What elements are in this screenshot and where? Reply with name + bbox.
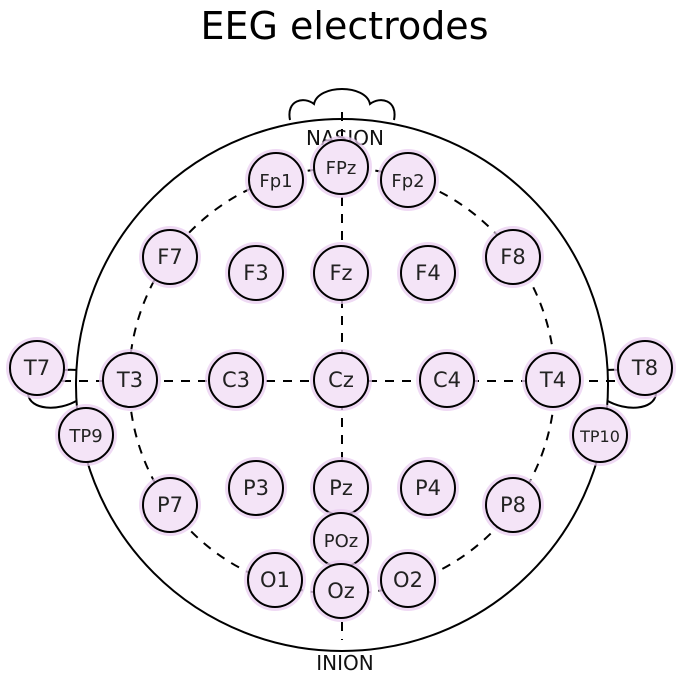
electrode-c4: C4 [416, 349, 478, 411]
electrode-circle [313, 139, 369, 195]
electrode-label: T4 [539, 368, 566, 392]
electrode-circle [400, 460, 456, 516]
electrode-cz: Cz [310, 349, 372, 411]
electrode-circle [400, 245, 456, 301]
electrode-f4: F4 [397, 242, 459, 304]
electrode-label: P3 [243, 476, 269, 500]
electrode-label: P4 [415, 476, 441, 500]
electrode-p7: P7 [139, 474, 201, 536]
electrode-tp10: TP10 [569, 404, 631, 466]
electrode-f8: F8 [482, 226, 544, 288]
electrode-f7: F7 [139, 226, 201, 288]
electrode-poz: POz [310, 509, 372, 571]
electrode-p3: P3 [225, 457, 287, 519]
electrode-o1: O1 [244, 549, 306, 611]
electrode-label: TP9 [68, 426, 102, 447]
electrode-circle [485, 477, 541, 533]
electrode-circle [380, 552, 436, 608]
electrode-label: O1 [260, 568, 290, 592]
electrode-circle [313, 352, 369, 408]
electrode-label: T3 [116, 368, 143, 392]
electrode-label: P8 [500, 493, 526, 517]
electrode-label: P7 [157, 493, 183, 517]
electrode-label: T7 [23, 356, 50, 380]
electrode-circle [313, 563, 369, 619]
electrode-circle [380, 152, 436, 208]
electrode-circle [313, 245, 369, 301]
inion-label: INION [316, 651, 373, 675]
page-title: EEG electrodes [200, 4, 489, 48]
electrode-p4: P4 [397, 457, 459, 519]
electrode-label: C4 [433, 368, 461, 392]
electrode-label: Oz [327, 579, 355, 603]
electrode-circle [58, 407, 114, 463]
electrode-label: Fp1 [259, 171, 292, 192]
electrode-pz: Pz [310, 457, 372, 519]
electrode-fpz: FPz [310, 136, 372, 198]
electrode-t3: T3 [99, 349, 161, 411]
electrode-circle [228, 245, 284, 301]
electrode-circle [248, 152, 304, 208]
electrode-c3: C3 [205, 349, 267, 411]
electrode-label: Pz [329, 476, 353, 500]
electrode-t8: T8 [614, 337, 676, 399]
electrode-f3: F3 [225, 242, 287, 304]
electrode-label: Fp2 [391, 171, 424, 192]
nose-outline [288, 88, 396, 121]
electrode-label: O2 [393, 568, 423, 592]
electrode-label: F3 [243, 261, 268, 285]
electrode-tp9: TP9 [55, 404, 117, 466]
electrode-circle [617, 340, 673, 396]
electrode-circle [525, 352, 581, 408]
electrode-t4: T4 [522, 349, 584, 411]
electrode-label: F7 [157, 245, 182, 269]
electrode-label: Cz [328, 368, 354, 392]
electrode-circle [419, 352, 475, 408]
electrode-p8: P8 [482, 474, 544, 536]
electrode-circle [572, 407, 628, 463]
electrode-circle [102, 352, 158, 408]
electrode-label: F4 [415, 261, 440, 285]
electrode-label: POz [324, 531, 358, 552]
electrode-circle [9, 340, 65, 396]
electrode-circle [228, 460, 284, 516]
electrode-label: F8 [500, 245, 525, 269]
electrode-label: Fz [329, 261, 352, 285]
electrode-label: T8 [631, 356, 658, 380]
electrode-circle [142, 477, 198, 533]
electrode-fp2: Fp2 [377, 149, 439, 211]
electrode-oz: Oz [310, 560, 372, 622]
electrode-t7: T7 [6, 337, 68, 399]
electrode-circle [208, 352, 264, 408]
electrode-circle [142, 229, 198, 285]
electrode-o2: O2 [377, 549, 439, 611]
electrode-label: C3 [222, 368, 250, 392]
electrode-circle [247, 552, 303, 608]
electrode-label: FPz [326, 158, 357, 179]
electrode-fz: Fz [310, 242, 372, 304]
electrode-circle [485, 229, 541, 285]
electrode-label: TP10 [579, 427, 620, 446]
electrode-fp1: Fp1 [245, 149, 307, 211]
